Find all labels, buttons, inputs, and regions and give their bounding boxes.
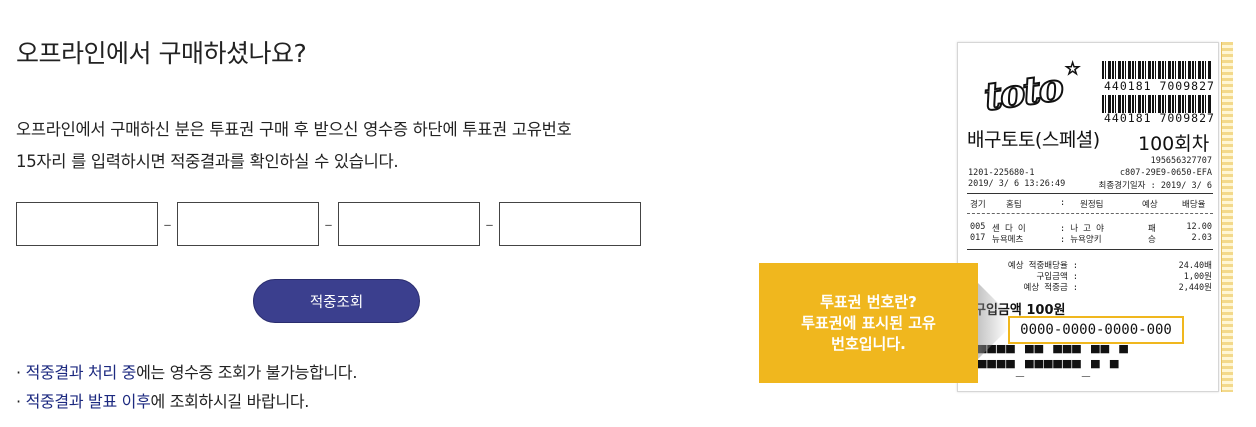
- notice-text: 에는 영수증 조회가 불가능합니다.: [136, 363, 358, 382]
- page-title: 오프라인에서 구매하셨나요?: [16, 39, 307, 68]
- separator: –: [485, 214, 494, 234]
- notice-item: · 적중결과 발표 이후에 조회하시길 바랍니다.: [16, 387, 357, 416]
- row-home: 뉴욕메츠: [992, 235, 1024, 245]
- bullet: ·: [16, 392, 26, 411]
- bullet: ·: [16, 363, 26, 382]
- ticket-number-input-4[interactable]: [499, 202, 641, 246]
- bar-code-line: ▀▀▀▀_▀▀▀▀▀▀_▀ ▀: [978, 361, 1120, 377]
- barcode-icon: [1102, 95, 1212, 113]
- separator: –: [163, 214, 172, 234]
- divider: [967, 213, 1213, 214]
- description-line-1: 오프라인에서 구매하신 분은 투표권 구매 후 받으신 영수증 하단에 투표권 …: [16, 120, 572, 139]
- ticket-number-inputs: – – –: [16, 202, 641, 246]
- divider: [967, 249, 1213, 250]
- summary-value: 2,440원: [1178, 283, 1212, 293]
- row-game-no: 005: [970, 222, 986, 232]
- summary-label: 구입금액 :: [1036, 272, 1078, 282]
- callout-line: 투표권 번호란?: [820, 292, 917, 311]
- ticket-number-callout: 투표권 번호란? 투표권에 표시된 고유 번호입니다.: [759, 263, 978, 383]
- receipt-hash: c807-29E9-0650-EFA: [1119, 168, 1212, 178]
- ticket-number-input-2[interactable]: [177, 202, 319, 246]
- ticket-number-input-3[interactable]: [338, 202, 480, 246]
- receipt-code: 1201-225680-1: [968, 168, 1035, 178]
- barcode-number: 440181 7009827: [1104, 111, 1215, 125]
- barcode-icon: [1102, 61, 1212, 79]
- summary-value: 1,00원: [1183, 272, 1212, 282]
- col-game: 경기: [970, 200, 986, 210]
- row-odds: 2.03: [1191, 233, 1212, 243]
- col-odds: 배당율: [1182, 200, 1206, 210]
- divider: [967, 193, 1213, 194]
- notice-highlight: 적중결과 발표 이후: [25, 392, 151, 411]
- purchase-datetime: 2019/ 3/ 6 13:26:49: [968, 179, 1066, 189]
- row-away: : 나 고 야: [1060, 224, 1104, 234]
- summary-value: 24.40배: [1178, 261, 1212, 271]
- summary-label: 예상 적중배당율 :: [1007, 261, 1078, 271]
- ticket-number-highlight: 0000-0000-0000-000: [1008, 316, 1184, 344]
- notice-list: · 적중결과 처리 중에는 영수증 조회가 불가능합니다. · 적중결과 발표 …: [16, 358, 357, 416]
- notice-text: 에 조회하시길 바랍니다.: [150, 392, 310, 411]
- row-home: 센 다 이: [992, 224, 1026, 234]
- last-game-date: 최종경기일자 : 2019/ 3/ 6: [1098, 181, 1212, 191]
- callout-line: 투표권에 표시된 고유: [801, 313, 936, 332]
- toto-logo: toto: [980, 63, 1065, 120]
- separator: –: [324, 214, 333, 234]
- col-pick: 예상: [1142, 200, 1158, 210]
- serial-number: 195656327707: [1150, 156, 1212, 166]
- page-description: 오프라인에서 구매하신 분은 투표권 구매 후 받으신 영수증 하단에 투표권 …: [16, 114, 696, 178]
- game-title: 배구토토(스페셜): [967, 129, 1100, 151]
- row-pick: 패: [1148, 224, 1156, 234]
- row-away: : 뉴욕양키: [1060, 235, 1102, 245]
- callout-line: 번호입니다.: [831, 334, 906, 353]
- row-pick: 승: [1148, 235, 1156, 245]
- row-odds: 12.00: [1186, 222, 1212, 232]
- notice-highlight: 적중결과 처리 중: [25, 363, 137, 382]
- receipt-paper-edge: [1221, 42, 1233, 392]
- round-number: 100회차: [1138, 133, 1210, 155]
- star-icon: ★: [1065, 54, 1080, 81]
- ticket-number-input-1[interactable]: [16, 202, 158, 246]
- check-result-button[interactable]: 적중조회: [253, 279, 420, 323]
- notice-item: · 적중결과 처리 중에는 영수증 조회가 불가능합니다.: [16, 358, 357, 387]
- row-game-no: 017: [970, 233, 986, 243]
- col-colon: :: [1060, 198, 1066, 208]
- col-away: 원정팀: [1080, 200, 1104, 210]
- description-line-2: 15자리 를 입력하시면 적중결과를 확인하실 수 있습니다.: [16, 152, 399, 171]
- barcode-number: 440181 7009827: [1104, 79, 1215, 93]
- summary-label: 예상 적중금 :: [1023, 283, 1078, 293]
- col-home: 홈팀: [1006, 200, 1022, 210]
- bar-code-line: ▀▀▀▀ ▀▀ ▀▀▀ ▀▀ ▀: [978, 346, 1129, 362]
